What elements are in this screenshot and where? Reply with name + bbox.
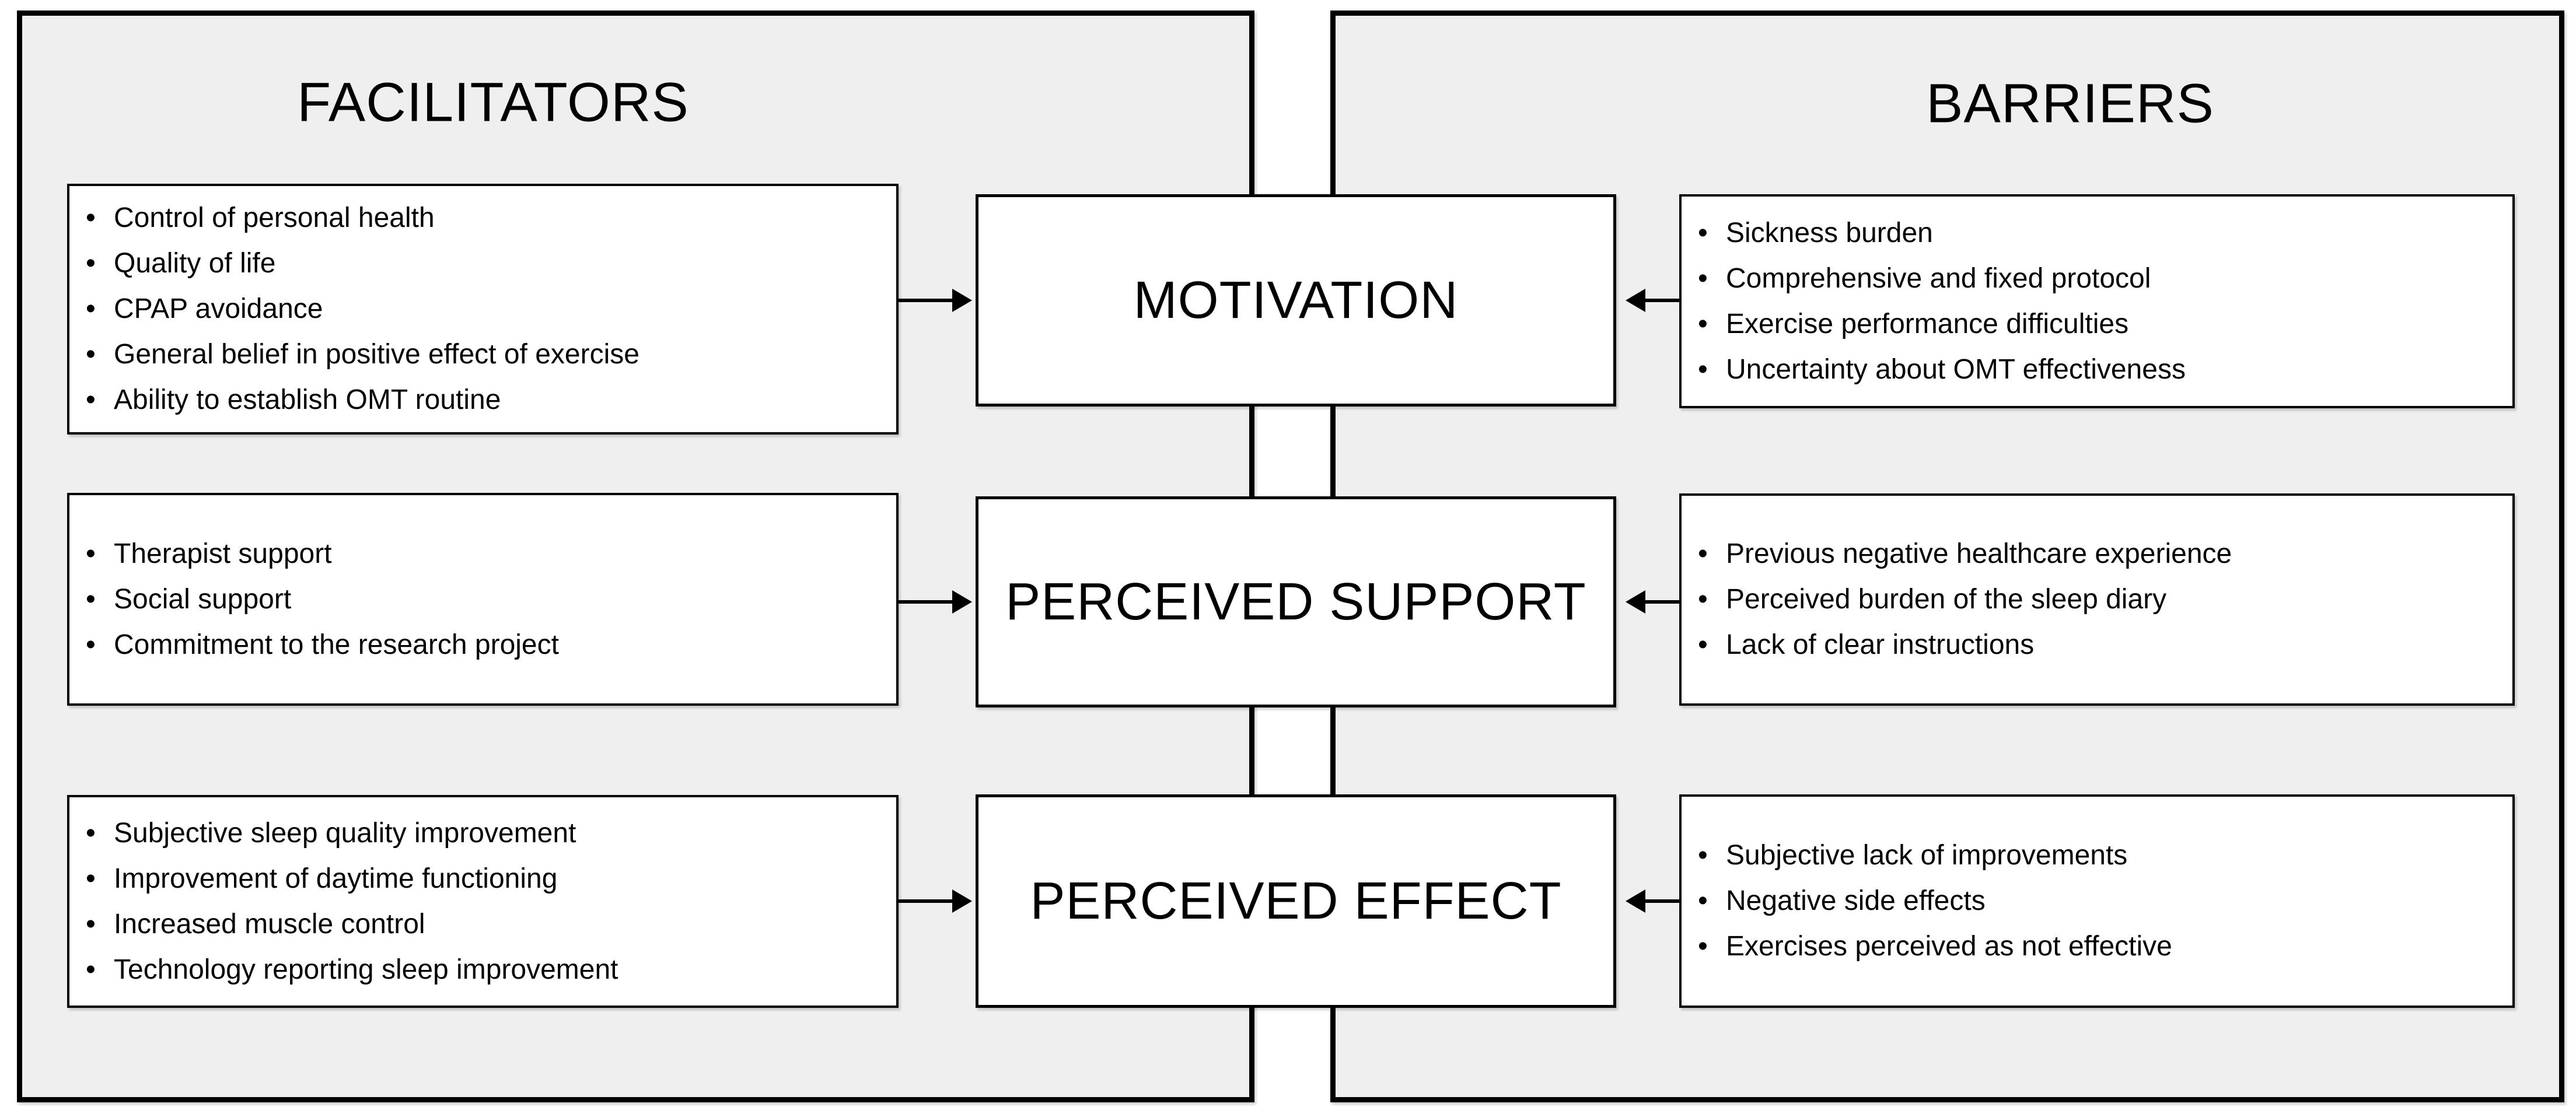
- list-item: • General belief in positive effect of e…: [86, 332, 885, 377]
- bullet-glyph: •: [1698, 538, 1708, 569]
- arrow-right-icon: [899, 289, 972, 312]
- arrow-shaft: [899, 899, 955, 903]
- list-item: • Commitment to the research project: [86, 622, 885, 668]
- arrow-head: [1626, 590, 1645, 614]
- facilitators-title: FACILITATORS: [297, 71, 689, 134]
- list-item-text: Commitment to the research project: [114, 629, 559, 660]
- list-item: • Exercises perceived as not effective: [1698, 924, 2501, 969]
- bullet-glyph: •: [86, 954, 96, 985]
- central-box-label: PERCEIVED SUPPORT: [1005, 572, 1586, 631]
- list-item: • Comprehensive and fixed protocol: [1698, 256, 2501, 302]
- list-item: • Ability to establish OMT routine: [86, 377, 885, 423]
- bullet-glyph: •: [86, 817, 96, 849]
- list-item-text: Sickness burden: [1726, 217, 1933, 248]
- bullet-glyph: •: [86, 339, 96, 370]
- arrow-head: [952, 289, 972, 312]
- bullet-glyph: •: [86, 583, 96, 615]
- arrow-head: [952, 590, 972, 614]
- arrow-shaft: [1643, 299, 1680, 302]
- arrow-right-icon: [899, 889, 972, 913]
- list-item: • Subjective sleep quality improvement: [86, 811, 885, 856]
- list-item-text: Social support: [114, 583, 292, 615]
- arrow-shaft: [899, 299, 955, 302]
- list-item: • Therapist support: [86, 531, 885, 577]
- bullet-glyph: •: [86, 202, 96, 233]
- facilitators-box-motivation: • Control of personal health • Quality o…: [67, 184, 899, 435]
- list-item: • Lack of clear instructions: [1698, 622, 2501, 668]
- facilitators-box-perceived-support: • Therapist support • Social support • C…: [67, 493, 899, 706]
- list-item: • Improvement of daytime functioning: [86, 856, 885, 902]
- central-box-label: PERCEIVED EFFECT: [1030, 871, 1562, 930]
- list-item-text: Subjective lack of improvements: [1726, 840, 2128, 871]
- list-item-text: Increased muscle control: [114, 908, 425, 940]
- bullet-glyph: •: [86, 629, 96, 660]
- bullet-glyph: •: [86, 538, 96, 569]
- arrow-shaft: [1643, 600, 1680, 604]
- central-box-label: MOTIVATION: [1133, 271, 1459, 330]
- list-item-text: Exercises perceived as not effective: [1726, 931, 2172, 962]
- list-item: • Perceived burden of the sleep diary: [1698, 577, 2501, 622]
- bullet-glyph: •: [86, 384, 96, 415]
- list-item-text: Exercise performance difficulties: [1726, 308, 2129, 339]
- bullet-glyph: •: [1698, 584, 1708, 615]
- list-item: • Control of personal health: [86, 195, 885, 241]
- list-item-text: Technology reporting sleep improvement: [114, 954, 618, 985]
- bullet-glyph: •: [86, 908, 96, 940]
- bullet-glyph: •: [86, 293, 96, 324]
- list-item-text: CPAP avoidance: [114, 293, 323, 324]
- arrow-shaft: [899, 600, 955, 604]
- barriers-box-motivation: • Sickness burden • Comprehensive and fi…: [1679, 194, 2515, 408]
- list-item-text: Previous negative healthcare experience: [1726, 538, 2232, 569]
- list-item: • CPAP avoidance: [86, 286, 885, 332]
- list-item-text: Subjective sleep quality improvement: [114, 817, 576, 849]
- bullet-glyph: •: [86, 248, 96, 279]
- bullet-glyph: •: [1698, 217, 1708, 248]
- central-box-motivation: MOTIVATION: [976, 194, 1616, 407]
- list-item-text: General belief in positive effect of exe…: [114, 339, 639, 370]
- bullet-glyph: •: [1698, 308, 1708, 339]
- list-item-text: Lack of clear instructions: [1726, 629, 2035, 660]
- list-item-text: Control of personal health: [114, 202, 435, 233]
- list-item: • Subjective lack of improvements: [1698, 833, 2501, 878]
- bullet-glyph: •: [1698, 840, 1708, 871]
- bullet-glyph: •: [1698, 262, 1708, 294]
- arrow-left-icon: [1626, 889, 1680, 913]
- arrow-left-icon: [1626, 289, 1680, 312]
- barriers-box-perceived-support: • Previous negative healthcare experienc…: [1679, 493, 2515, 706]
- list-item: • Negative side effects: [1698, 878, 2501, 924]
- list-item-text: Comprehensive and fixed protocol: [1726, 262, 2151, 294]
- list-item: • Uncertainty about OMT effectiveness: [1698, 347, 2501, 393]
- list-item-text: Improvement of daytime functioning: [114, 863, 558, 894]
- list-item: • Technology reporting sleep improvement: [86, 947, 885, 993]
- list-item: • Quality of life: [86, 241, 885, 286]
- arrow-head: [952, 889, 972, 913]
- arrow-head: [1626, 289, 1645, 312]
- list-item: • Social support: [86, 577, 885, 622]
- arrow-left-icon: [1626, 590, 1680, 614]
- arrow-shaft: [1643, 899, 1680, 903]
- bullet-glyph: •: [86, 863, 96, 894]
- arrow-right-icon: [899, 590, 972, 614]
- central-box-perceived-support: PERCEIVED SUPPORT: [976, 496, 1616, 707]
- list-item: • Increased muscle control: [86, 902, 885, 947]
- bullet-glyph: •: [1698, 931, 1708, 962]
- bullet-glyph: •: [1698, 629, 1708, 660]
- list-item: • Exercise performance difficulties: [1698, 302, 2501, 347]
- barriers-title: BARRIERS: [1926, 72, 2214, 135]
- barriers-box-perceived-effect: • Subjective lack of improvements • Nega…: [1679, 794, 2515, 1008]
- bullet-glyph: •: [1698, 885, 1708, 916]
- list-item-text: Perceived burden of the sleep diary: [1726, 584, 2167, 615]
- bullet-glyph: •: [1698, 353, 1708, 385]
- list-item-text: Therapist support: [114, 538, 332, 569]
- list-item-text: Ability to establish OMT routine: [114, 384, 501, 415]
- list-item-text: Quality of life: [114, 248, 276, 279]
- list-item: • Previous negative healthcare experienc…: [1698, 531, 2501, 577]
- central-box-perceived-effect: PERCEIVED EFFECT: [976, 794, 1616, 1008]
- facilitators-box-perceived-effect: • Subjective sleep quality improvement •…: [67, 795, 899, 1008]
- list-item: • Sickness burden: [1698, 211, 2501, 256]
- list-item-text: Uncertainty about OMT effectiveness: [1726, 353, 2186, 385]
- list-item-text: Negative side effects: [1726, 885, 1986, 916]
- arrow-head: [1626, 889, 1645, 913]
